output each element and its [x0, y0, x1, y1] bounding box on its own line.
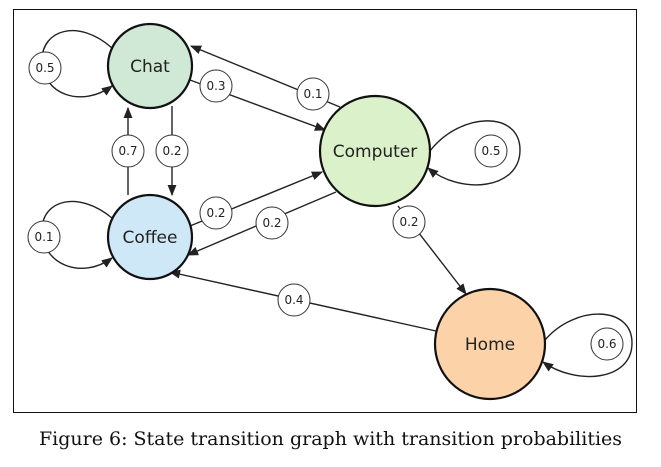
edge-label-badge-coffee-computer: [199, 196, 233, 230]
edge-probability-chat-computer: 0.3: [206, 79, 225, 93]
edge-probability-chat-coffee: 0.2: [162, 144, 181, 158]
edge-label-badge-chat-chat: [28, 51, 62, 85]
state-node-chat: [106, 22, 194, 110]
edge-probability-coffee-chat: 0.7: [118, 144, 137, 158]
edge-probability-coffee-computer: 0.2: [206, 206, 225, 220]
edge-probability-home-home: 0.6: [597, 337, 616, 351]
state-label-chat: Chat: [130, 57, 170, 77]
edge-label-badge-chat-computer: [199, 69, 233, 103]
edge-label-badge-home-home: [590, 327, 624, 361]
state-label-computer: Computer: [333, 142, 418, 162]
state-node-home: [433, 287, 547, 401]
state-label-home: Home: [465, 335, 515, 355]
state-node-computer: [318, 94, 432, 208]
diagram-frame: [13, 9, 637, 413]
state-label-coffee: Coffee: [123, 228, 178, 248]
edge-probability-coffee-coffee: 0.1: [34, 230, 53, 244]
edge-label-badge-computer-computer: [474, 134, 508, 168]
edge-label-badge-coffee-coffee: [27, 220, 61, 254]
edge-probability-computer-home: 0.2: [399, 215, 418, 229]
edge-label-badge-chat-coffee: [155, 134, 189, 168]
edge-probability-computer-coffee: 0.2: [262, 216, 281, 230]
figure-caption: Figure 6: State transition graph with tr…: [38, 428, 623, 450]
edge-computer-computer: [427, 120, 521, 186]
edge-probability-home-coffee: 0.4: [284, 293, 303, 307]
edge-home-home: [542, 313, 633, 378]
edge-label-badge-computer-coffee: [255, 206, 289, 240]
edge-probability-chat-chat: 0.5: [35, 61, 54, 75]
edge-probability-computer-chat: 0.1: [303, 87, 322, 101]
state-node-coffee: [106, 193, 194, 281]
edge-label-badge-home-coffee: [277, 283, 311, 317]
edge-probability-computer-computer: 0.5: [481, 144, 500, 158]
edge-label-badge-computer-home: [392, 205, 426, 239]
edge-label-badge-computer-chat: [296, 77, 330, 111]
edge-label-badge-coffee-chat: [111, 134, 145, 168]
